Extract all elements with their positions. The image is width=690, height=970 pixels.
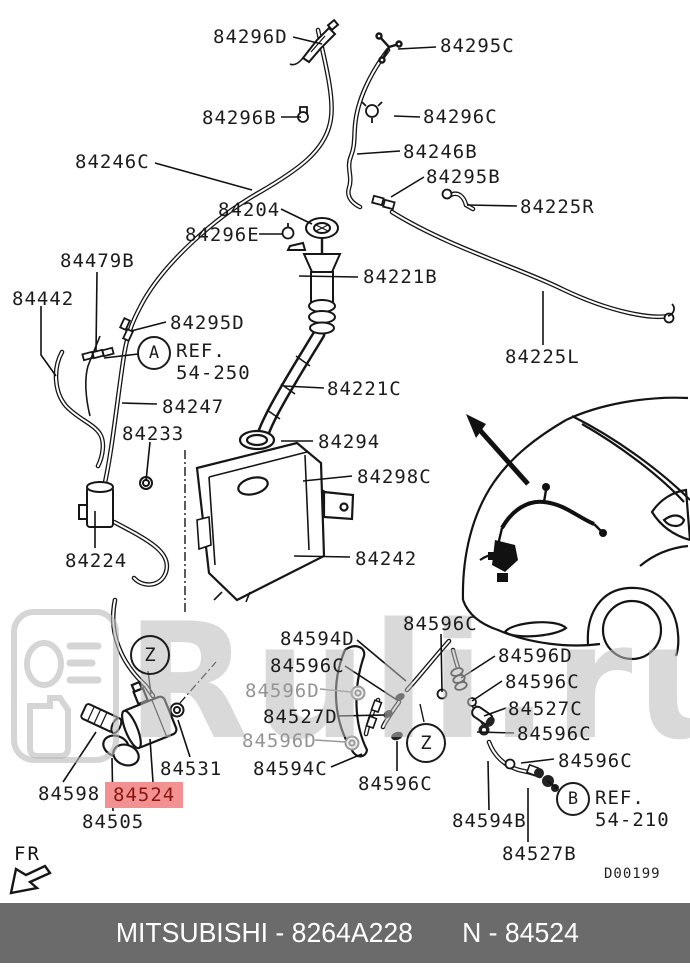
leader-lines [40, 36, 558, 842]
callout-circle-a: A [137, 336, 171, 370]
footer-bar: MITSUBISHI - 8264A228 N - 84524 [0, 903, 690, 963]
part-label: 84221C [327, 378, 402, 400]
part-label: 84294 [318, 431, 381, 453]
pump-84524-drawing [121, 680, 178, 750]
grommets-84596D-muted [344, 685, 366, 751]
part-label: 84527D [263, 706, 338, 728]
part-label-highlighted: 84524 [105, 782, 184, 808]
part-label: 84596C [403, 613, 478, 635]
part-label: 84442 [12, 288, 75, 310]
washer-tank-drawing [184, 441, 355, 615]
connectors-84295D-84479B [81, 317, 135, 417]
callout-circle-z: Z [406, 723, 446, 763]
part-label: 84225R [520, 196, 595, 218]
part-label: 84596C [558, 750, 633, 772]
footer-number: N - 84524 [461, 917, 579, 948]
part-label: 84594C [253, 758, 328, 780]
part-label: 84598 [38, 783, 101, 805]
part-label: 84596C [505, 671, 580, 693]
center-dashline [179, 661, 217, 704]
callout-circle-b: B [556, 782, 590, 816]
part-label: 84596D [245, 680, 320, 702]
part-label: 84247 [162, 396, 225, 418]
tube-end-fittings [441, 188, 675, 324]
clip-84296C [361, 101, 383, 123]
ref-text-line: 54-210 [595, 809, 670, 831]
part-label: 84596C [270, 655, 345, 677]
joint-84295B [371, 194, 396, 211]
ref-text-line: REF. [176, 340, 226, 362]
hose-84527C-piece [471, 705, 495, 727]
part-label: 84527B [502, 843, 577, 865]
nut-84233 [139, 476, 153, 490]
part-label: 84224 [65, 550, 128, 572]
part-label: 84296C [423, 106, 498, 128]
fr-arrow-icon [9, 864, 52, 895]
part-label: 84596C [517, 723, 592, 745]
fr-direction-label: FR [14, 843, 41, 865]
part-label: 84225L [505, 346, 580, 368]
grommet-84294 [238, 429, 276, 451]
part-label: 84204 [218, 199, 281, 221]
part-label: 84295C [440, 35, 515, 57]
part-label: 84594B [452, 810, 527, 832]
ref-text-line: REF. [595, 787, 645, 809]
ref-text: REF.54-250 [176, 340, 251, 384]
nut-84531 [169, 702, 185, 718]
part-label: 84531 [160, 758, 223, 780]
ref-text-line: 54-250 [176, 362, 251, 384]
part-label: 84296B [202, 107, 277, 129]
part-label: 84596D [242, 730, 317, 752]
callout-circle-z: Z [130, 635, 170, 675]
part-label: 84479B [60, 250, 135, 272]
grommet-84296E [281, 223, 295, 240]
part-label: 84242 [355, 548, 418, 570]
part-label: 84221B [363, 266, 438, 288]
part-label: 84246C [75, 151, 150, 173]
part-label: 84594D [280, 628, 355, 650]
part-label: 84596D [498, 645, 573, 667]
leader-lines-muted [314, 688, 352, 743]
part-label: 84246B [403, 141, 478, 163]
part-label: 84296D [213, 26, 288, 48]
part-label: 84295D [170, 312, 245, 334]
ref-text: REF.54-210 [595, 787, 670, 831]
diagram-code: D00199 [604, 866, 661, 882]
part-label: 84295B [426, 166, 501, 188]
joint-84295C [375, 32, 403, 64]
watermark-logo [11, 609, 119, 763]
nozzle-84296D [289, 18, 340, 66]
footer-brand-part: MITSUBISHI - 8264A228 [115, 917, 414, 948]
part-label: 84296E [185, 224, 260, 246]
car-sketch [461, 396, 690, 661]
part-label: 84596C [358, 773, 433, 795]
filler-neck-drawing [286, 217, 342, 335]
part-label: 84298C [357, 466, 432, 488]
part-label: 84233 [122, 423, 185, 445]
shield-84594C [334, 645, 369, 758]
part-label: 84527C [508, 698, 583, 720]
part-label: 84505 [82, 811, 145, 833]
car-washer-harness [466, 414, 607, 582]
pump-84224-drawing [78, 481, 114, 528]
